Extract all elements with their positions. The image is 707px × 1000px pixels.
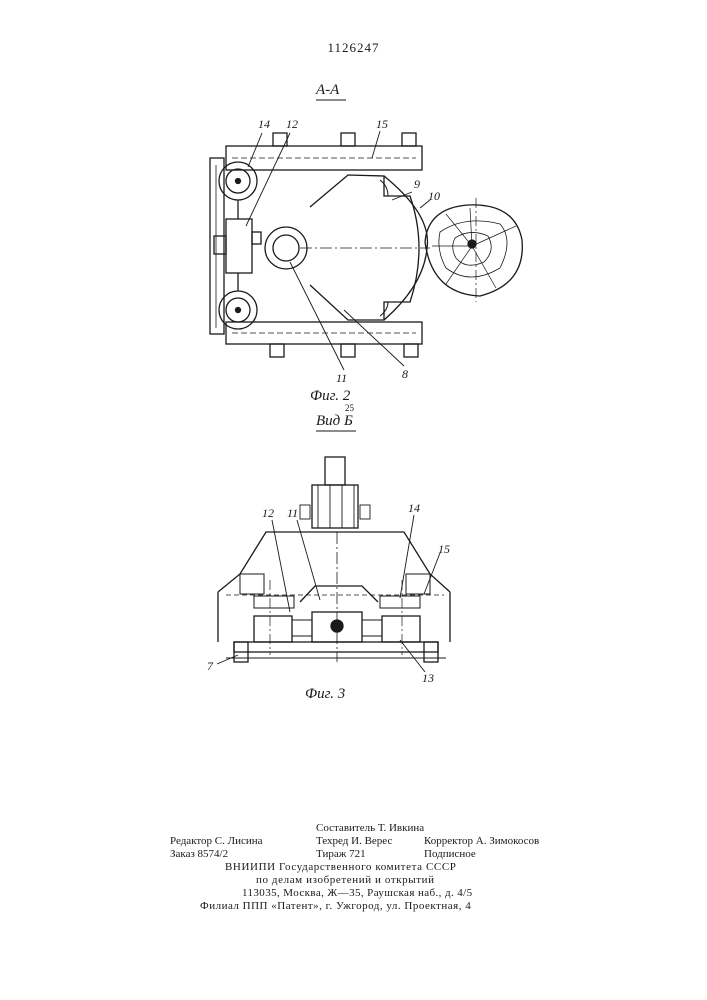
label-15-fig3: 15 — [438, 542, 450, 556]
right-motor — [382, 616, 420, 642]
label-9: 9 — [414, 177, 420, 191]
left-motor — [254, 616, 292, 642]
label-12: 12 — [286, 117, 298, 131]
bottom-lug-1 — [270, 344, 284, 357]
compiler: Составитель Т. Ивкина — [316, 822, 424, 835]
tensioner-bolt — [252, 232, 261, 244]
address: 113035, Москва, Ж—35, Раушская наб., д. … — [242, 887, 473, 900]
top-roller-axis — [236, 179, 241, 184]
side-block-right — [406, 574, 430, 594]
subscription: Подписное — [424, 848, 476, 861]
upper-post-right — [342, 485, 354, 528]
top-column — [325, 457, 345, 485]
leader-11 — [290, 262, 344, 370]
leader-14 — [248, 133, 262, 167]
leader-13-fig3 — [400, 640, 425, 672]
log-section — [425, 205, 522, 296]
right-coupling — [362, 620, 382, 636]
proofreader: Корректор А. Зимокосов — [424, 835, 539, 848]
upper-block — [312, 485, 358, 528]
bottom-lug-3 — [404, 344, 418, 357]
left-coupling — [292, 620, 312, 636]
pivot-inner — [273, 235, 299, 261]
top-lug-2 — [341, 133, 355, 146]
upper-bracket-left — [300, 505, 310, 519]
org-line-1: ВНИИПИ Государственного комитета СССР — [225, 861, 456, 874]
figure-2-drawing: 14 12 15 9 10 11 8 — [210, 100, 522, 385]
upper-post-left — [318, 485, 330, 528]
base-rail — [234, 642, 438, 652]
leader-15 — [372, 131, 380, 158]
bottom-lug-2 — [341, 344, 355, 357]
editor: Редактор С. Лисина — [170, 835, 263, 848]
label-12-fig3: 12 — [262, 506, 274, 520]
label-11: 11 — [336, 371, 347, 385]
bottom-roller-axis — [236, 308, 241, 313]
left-frame — [210, 158, 224, 334]
org-line-2: по делам изобретений и открытий — [256, 874, 435, 887]
label-8: 8 — [402, 367, 408, 381]
leader-7-fig3 — [217, 655, 238, 664]
cradle-outline — [310, 175, 419, 320]
label-11-fig3: 11 — [287, 506, 298, 520]
tech-editor: Техред И. Верес — [316, 835, 392, 848]
gearbox-top — [300, 586, 378, 602]
leader-14-fig3 — [400, 515, 414, 598]
figure-3-drawing: 12 11 14 15 7 13 — [207, 457, 450, 685]
label-7-fig3: 7 — [207, 659, 214, 673]
label-10: 10 — [428, 189, 440, 203]
side-block-left — [240, 574, 264, 594]
leader-12 — [246, 133, 290, 226]
branch: Филиал ППП «Патент», г. Ужгород, ул. Про… — [200, 900, 471, 913]
leader-12-fig3 — [272, 520, 290, 612]
tensioner-body — [226, 219, 252, 273]
top-lug-3 — [402, 133, 416, 146]
label-13-fig3: 13 — [422, 671, 434, 685]
upper-bracket-right — [360, 505, 370, 519]
order-number: Заказ 8574/2 — [170, 848, 228, 861]
label-14: 14 — [258, 117, 270, 131]
circulation: Тираж 721 — [316, 848, 366, 861]
label-15: 15 — [376, 117, 388, 131]
label-14-fig3: 14 — [408, 501, 420, 515]
housing-outline — [218, 532, 450, 592]
